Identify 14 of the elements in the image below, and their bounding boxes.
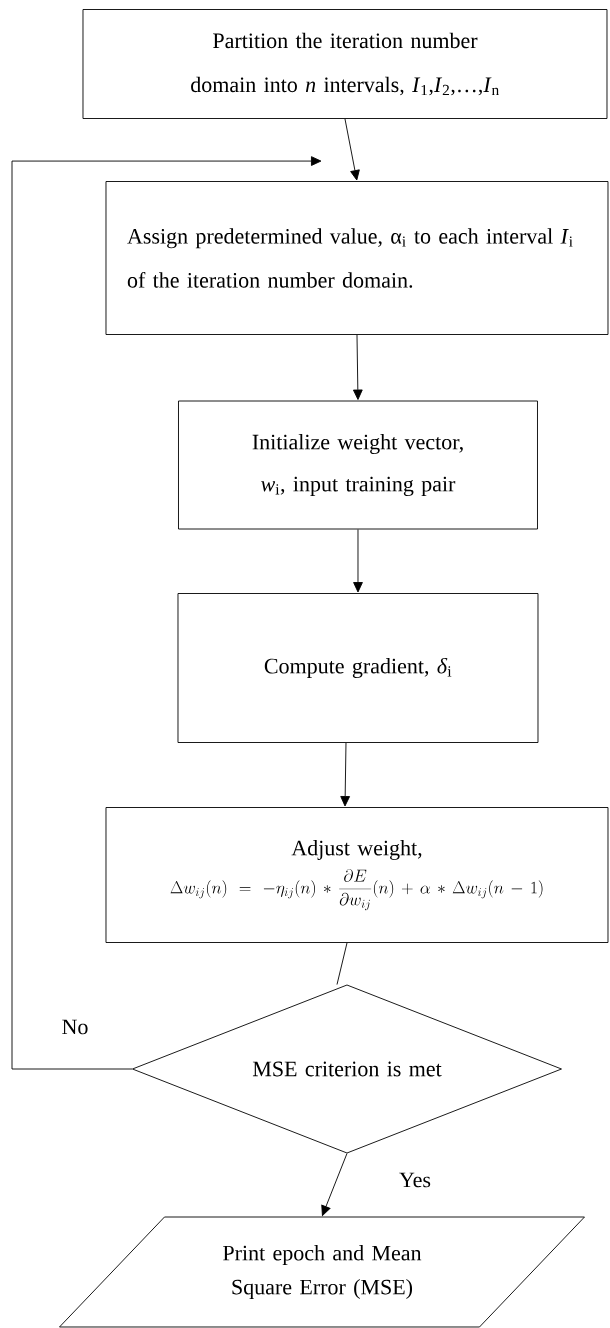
- process-box: Partition the iteration number domain into n intervals, I$_{1}$,I$_{2}$,…,I$_{n}$: [82, 9, 608, 119]
- process-box: Assign predetermined value, α$_{i}$ to each interval I$_{i}$ of the iteration number domain.: [105, 181, 609, 335]
- process-box: Initialize weight vector, w$_{i}$, input training pair: [178, 400, 538, 530]
- arrow: [11, 156, 322, 1070]
- arrow: [353, 529, 363, 593]
- process-box: Adjust weight, $\Delta w_{ij}(n) = -\eta_{ij}(n) * \frac{\partial E}{\partial w_{ij}}(n) + \alpha * \Delta w_{ij}(n-1)$: [105, 807, 609, 943]
- edge-label: Yes: [397, 1170, 433, 1190]
- edge-label: No: [59, 1017, 91, 1037]
- arrow: [321, 1153, 348, 1216]
- arrow: [353, 334, 363, 400]
- arrow: [344, 118, 360, 181]
- output-parallelogram: Print epoch and Mean Square Error (MSE): [59, 1216, 585, 1328]
- arrow: [340, 742, 350, 807]
- process-box: Compute gradient, δ$_{i}$: [177, 593, 539, 743]
